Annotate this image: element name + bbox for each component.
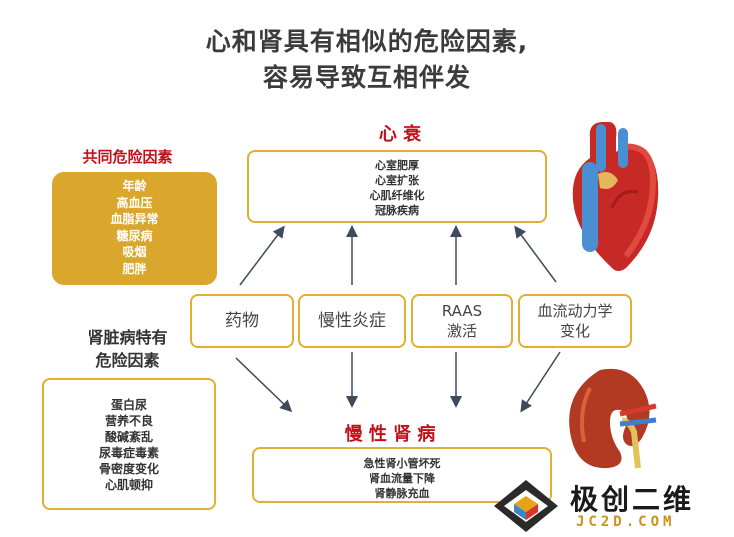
ckd-item: 急性肾小管坏死 [363, 457, 441, 470]
shared-risk-item: 血脂异常 [110, 212, 159, 226]
watermark-name: 极创二维 [570, 483, 695, 516]
heart-failure-box: 心室肥厚 心室扩张 心肌纤维化 冠脉疾病 [247, 150, 547, 223]
ckd-risk-item: 尿毒症毒素 [98, 446, 159, 460]
mediator-hemodynamics-line1: 血流动力学 [537, 302, 613, 320]
ckd-risk-item: 骨密度变化 [98, 462, 159, 476]
arrow-hemo-to-hf [514, 225, 557, 283]
mediator-raas: RAAS 激活 [411, 294, 513, 348]
hf-item: 心室扩张 [375, 174, 419, 187]
mediator-hemodynamics-line2: 变化 [559, 322, 590, 340]
mediator-raas-line2: 激活 [446, 322, 477, 340]
hf-item: 心室肥厚 [375, 159, 419, 172]
heart-failure-title: 心 衰 [378, 124, 422, 145]
shared-risk-item: 年龄 [122, 179, 147, 193]
logo-cube-icon [494, 480, 558, 532]
arrow-hemo-to-ckd [520, 351, 561, 413]
mediator-raas-line1: RAAS [441, 302, 483, 320]
ckd-item: 肾静脉充血 [374, 487, 430, 500]
hf-item: 冠脉疾病 [375, 204, 419, 217]
ckd-risk-item: 蛋白尿 [110, 398, 147, 412]
ckd-risk-item: 营养不良 [104, 414, 153, 428]
shared-risk-item: 肥胖 [122, 261, 147, 276]
ckd-risk-item: 酸碱紊乱 [104, 430, 153, 444]
mediator-inflammation-label: 慢性炎症 [318, 311, 386, 331]
shared-risk-item: 糖尿病 [116, 228, 153, 243]
ckd-title: 慢 性 肾 病 [344, 424, 436, 445]
ckd-risk-title-2: 危险因素 [95, 351, 160, 370]
watermark-url: JC2D.COM [576, 514, 676, 530]
ckd-risk-item: 心肌顿抑 [104, 478, 153, 492]
title-line-2: 容易导致互相伴发 [262, 63, 471, 92]
hf-item: 心肌纤维化 [369, 189, 425, 202]
title-line-1: 心和肾具有相似的危险因素, [205, 27, 529, 56]
ckd-item: 肾血流量下降 [369, 472, 435, 485]
ckd-risk-box: 蛋白尿 营养不良 酸碱紊乱 尿毒症毒素 骨密度变化 心肌顿抑 [42, 378, 216, 510]
arrow-drug-to-ckd [235, 357, 293, 413]
arrow-drug-to-hf [239, 225, 285, 286]
mediator-hemodynamics: 血流动力学 变化 [518, 294, 632, 348]
heart-icon [572, 122, 659, 271]
ckd-box: 急性肾小管坏死 肾血流量下降 肾静脉充血 [252, 447, 552, 503]
mediator-inflammation: 慢性炎症 [298, 294, 406, 348]
mediator-drug: 药物 [190, 294, 294, 348]
ckd-risk-title-1: 肾脏病特有 [87, 328, 168, 347]
shared-risk-box: 年龄 高血压 血脂异常 糖尿病 吸烟 肥胖 [52, 172, 217, 285]
shared-risk-item: 吸烟 [122, 245, 147, 259]
kidney-icon [569, 368, 657, 469]
shared-risk-item: 高血压 [116, 195, 153, 210]
shared-risk-title: 共同危险因素 [82, 148, 173, 166]
mediator-drug-label: 药物 [225, 311, 259, 331]
